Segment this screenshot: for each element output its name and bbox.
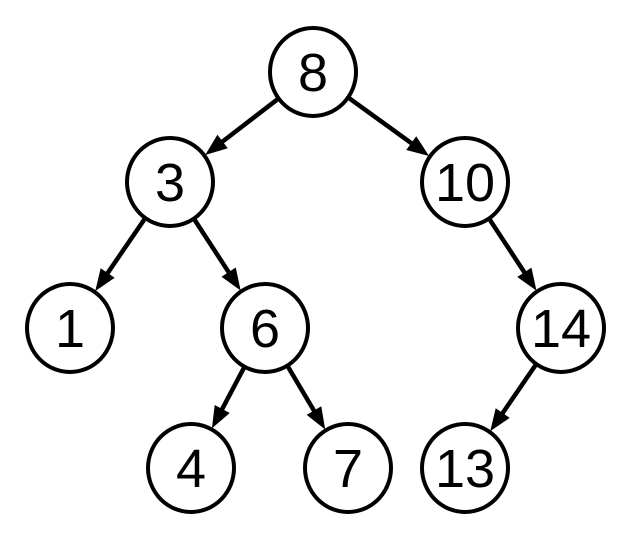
node-label: 13 [435,439,495,499]
edge-line [499,362,539,417]
nodes-layer: 8 3 10 1 6 14 4 7 13 [25,26,606,514]
edge-arrowhead-icon [211,404,230,429]
edge-arrowhead-icon [221,267,241,291]
tree-edge [490,362,539,432]
edge-line [218,365,247,413]
tree-edge [211,365,247,429]
node-label: 8 [298,43,328,103]
tree-node[interactable]: 3 [125,136,215,228]
node-label: 6 [250,299,280,359]
tree-node[interactable]: 10 [420,136,510,228]
tree-edge [191,217,241,291]
node-circle[interactable] [420,422,510,514]
node-circle[interactable] [268,26,358,118]
tree-edge [285,364,326,430]
edge-line [285,364,318,415]
node-circle[interactable] [420,136,510,228]
node-circle[interactable] [25,282,115,374]
edge-arrowhead-icon [95,268,115,292]
edge-arrowhead-icon [205,134,228,155]
edge-line [487,217,528,276]
node-circle[interactable] [125,136,215,228]
node-label: 7 [333,439,363,499]
edge-arrowhead-icon [517,267,537,291]
edge-line [104,216,148,277]
edge-arrowhead-icon [490,408,510,432]
edge-line [219,96,281,145]
tree-node[interactable]: 13 [420,422,510,514]
node-circle[interactable] [220,282,310,374]
tree-edge [205,96,281,155]
node-label: 4 [176,439,206,499]
node-label: 10 [435,153,495,213]
node-label: 3 [155,153,185,213]
node-circle[interactable] [146,422,236,514]
tree-node[interactable]: 7 [303,422,393,514]
node-label: 1 [55,299,85,359]
edge-line [191,217,232,276]
node-circle[interactable] [516,282,606,374]
node-circle[interactable] [303,422,393,514]
tree-node[interactable]: 4 [146,422,236,514]
tree-edge [95,216,148,292]
tree-node[interactable]: 6 [220,282,310,374]
edge-arrowhead-icon [306,406,326,430]
tree-node[interactable]: 14 [516,282,606,374]
tree-node[interactable]: 8 [268,26,358,118]
edges-layer [95,95,539,432]
tree-edge [487,217,537,291]
tree-edge [346,95,430,157]
edge-arrowhead-icon [406,136,430,157]
edge-line [346,95,415,147]
node-label: 14 [531,299,591,359]
tree-node[interactable]: 1 [25,282,115,374]
